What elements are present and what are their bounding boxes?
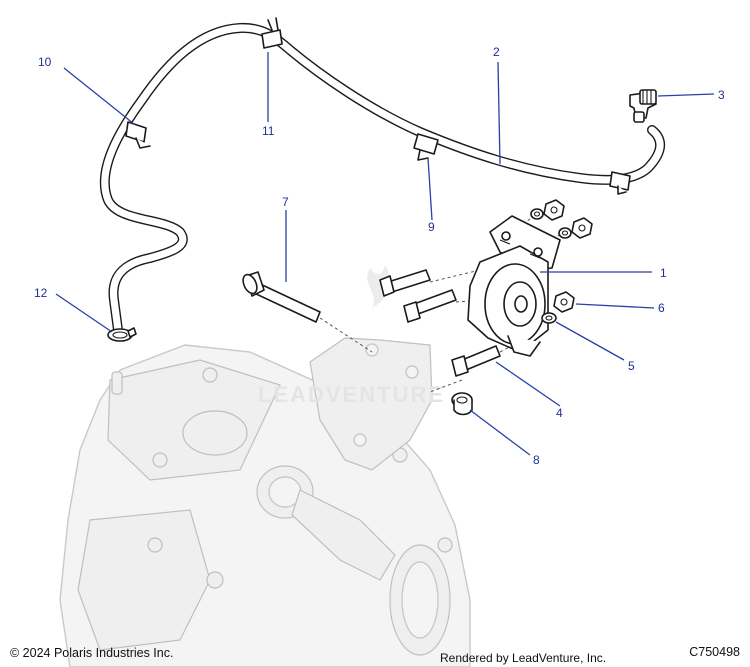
washer-top-1 bbox=[530, 208, 544, 220]
callout-8: 8 bbox=[533, 453, 540, 467]
leader-lines bbox=[55, 52, 715, 456]
washer-top-2 bbox=[558, 227, 572, 239]
callout-1: 1 bbox=[660, 266, 667, 280]
hose-clip-right bbox=[609, 171, 631, 195]
hose-clip-11 bbox=[261, 17, 283, 49]
vent-hose bbox=[99, 22, 666, 335]
hose-clip-10 bbox=[125, 121, 151, 149]
nut-6 bbox=[553, 291, 575, 313]
watermark: LEADVENTURE bbox=[258, 265, 445, 407]
copyright-text: © 2024 Polaris Industries Inc. bbox=[10, 646, 174, 660]
hose-clip-9 bbox=[413, 133, 439, 161]
callout-5: 5 bbox=[628, 359, 635, 373]
rendered-by-text: Rendered by LeadVenture, Inc. bbox=[440, 651, 607, 665]
callout-10: 10 bbox=[38, 55, 52, 69]
diagram-code: C750498 bbox=[689, 645, 740, 659]
callout-11: 11 bbox=[262, 124, 275, 138]
callout-9: 9 bbox=[428, 220, 435, 234]
vent-fitting bbox=[629, 89, 657, 123]
bolt-short-a bbox=[379, 269, 431, 297]
engine-mount bbox=[467, 215, 561, 357]
callout-6: 6 bbox=[658, 301, 665, 315]
bolt-short-b bbox=[403, 289, 457, 323]
washer-5 bbox=[541, 312, 557, 324]
bolt-4 bbox=[451, 345, 501, 377]
bolt-long bbox=[242, 271, 321, 323]
transmission-housing-ghost bbox=[59, 337, 471, 667]
watermark-text: LEADVENTURE bbox=[258, 382, 445, 407]
flange-bolt bbox=[451, 392, 473, 416]
hose-clamp bbox=[107, 327, 137, 342]
callout-3: 3 bbox=[718, 88, 725, 102]
callout-7: 7 bbox=[282, 195, 289, 209]
callouts: 1 2 3 4 5 6 7 8 9 10 11 12 bbox=[34, 45, 725, 467]
callout-4: 4 bbox=[556, 406, 563, 420]
callout-2: 2 bbox=[493, 45, 500, 59]
nut-top-2 bbox=[571, 217, 593, 239]
callout-12: 12 bbox=[34, 286, 48, 300]
nut-top-1 bbox=[543, 199, 565, 221]
